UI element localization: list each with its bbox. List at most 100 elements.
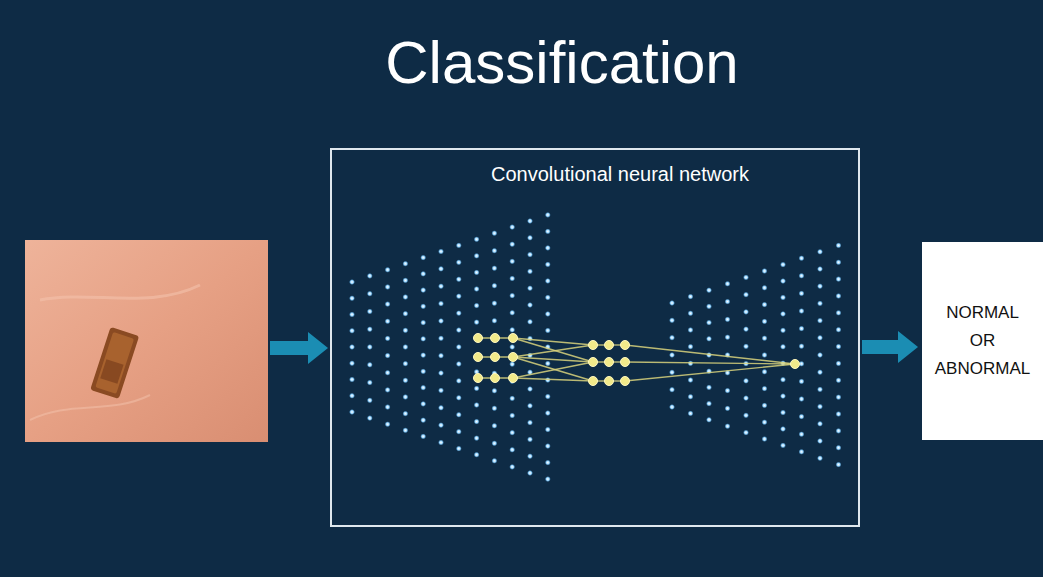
neuron-dot xyxy=(349,279,355,285)
active-neuron xyxy=(605,341,614,350)
neuron-dot xyxy=(438,301,444,307)
neuron-dot xyxy=(545,261,551,267)
neuron-dot xyxy=(799,326,805,332)
synapse-line xyxy=(625,364,795,381)
neuron-dot xyxy=(527,420,533,426)
neuron-dot xyxy=(836,259,842,265)
neuron-dot xyxy=(545,311,551,317)
neuron-dot xyxy=(456,378,462,384)
synapse-line xyxy=(513,345,593,357)
neuron-dot xyxy=(669,317,675,323)
neuron-dot xyxy=(780,327,786,333)
neuron-dot xyxy=(349,312,355,318)
neuron-dot xyxy=(438,266,444,272)
neuron-dot xyxy=(669,404,675,410)
neuron-dot xyxy=(456,446,462,452)
neuron-dot xyxy=(456,395,462,401)
neuron-dot xyxy=(725,281,731,287)
neuron-dot xyxy=(509,413,515,419)
neuron-dot xyxy=(349,360,355,366)
neuron-dot xyxy=(402,427,408,433)
neuron-dot xyxy=(762,419,768,425)
neuron-dot xyxy=(688,344,694,350)
neuron-dot xyxy=(706,401,712,407)
neuron-dot xyxy=(509,344,515,350)
neuron-dot xyxy=(817,300,823,306)
neuron-dot xyxy=(817,438,823,444)
neuron-dot xyxy=(527,453,533,459)
neuron-dot xyxy=(725,388,731,394)
active-neuron xyxy=(605,377,614,386)
neuron-dot xyxy=(385,404,391,410)
neuron-dot xyxy=(725,299,731,305)
neuron-dot xyxy=(545,476,551,482)
active-neuron xyxy=(589,341,598,350)
neuron-dot xyxy=(706,287,712,293)
active-neuron xyxy=(621,358,630,367)
neuron-dot xyxy=(420,417,426,423)
neuron-dot xyxy=(527,252,533,258)
neuron-dot xyxy=(456,276,462,282)
arrow-shaft xyxy=(862,340,900,354)
neuron-dot xyxy=(420,271,426,277)
network-box: Convolutional neural network xyxy=(330,148,860,527)
neuron-dot xyxy=(817,335,823,341)
neuron-dot xyxy=(799,396,805,402)
flow-arrow xyxy=(862,331,918,363)
neuron-dot xyxy=(706,384,712,390)
neuron-dot xyxy=(545,228,551,234)
active-neuron xyxy=(605,358,614,367)
neuron-dot xyxy=(799,308,805,314)
neuron-dot xyxy=(706,320,712,326)
neuron-dot xyxy=(456,429,462,435)
neuron-dot xyxy=(420,433,426,439)
neuron-dot xyxy=(799,290,805,296)
neuron-dot xyxy=(780,278,786,284)
neuron-dot xyxy=(420,401,426,407)
neuron-dot xyxy=(420,287,426,293)
neuron-dot xyxy=(836,411,842,417)
neuron-dot xyxy=(743,378,749,384)
neural-network-figure xyxy=(349,212,842,482)
skin-photo xyxy=(25,240,268,442)
neuron-dot xyxy=(509,310,515,316)
neuron-dot xyxy=(509,361,515,367)
neuron-dot xyxy=(836,377,842,383)
active-neuron xyxy=(509,334,518,343)
neuron-dot xyxy=(438,335,444,341)
neuron-dot xyxy=(836,428,842,434)
neuron-dot xyxy=(420,336,426,342)
neuron-dot xyxy=(474,385,480,391)
neuron-dot xyxy=(836,293,842,299)
neuron-dot xyxy=(456,327,462,333)
neuron-dot xyxy=(438,440,444,446)
neuron-dot xyxy=(491,248,497,254)
neuron-dot xyxy=(509,395,515,401)
synapse-line xyxy=(513,357,593,381)
neuron-dot xyxy=(817,352,823,358)
neuron-dot xyxy=(545,427,551,433)
active-neuron xyxy=(791,360,800,369)
neuron-dot xyxy=(799,449,805,455)
neuron-dot xyxy=(367,415,373,421)
neuron-dot xyxy=(669,352,675,358)
neuron-dot xyxy=(474,236,480,242)
neuron-dot xyxy=(780,410,786,416)
neuron-dot xyxy=(509,224,515,230)
active-neuron xyxy=(491,353,500,362)
neuron-dot xyxy=(669,335,675,341)
neuron-dot xyxy=(527,336,533,342)
neuron-dot xyxy=(762,302,768,308)
neuron-dot xyxy=(799,273,805,279)
neuron-dot xyxy=(762,352,768,358)
neuron-dot xyxy=(545,361,551,367)
neuron-dot xyxy=(509,447,515,453)
neuron-dot xyxy=(385,335,391,341)
neuron-dot xyxy=(420,255,426,261)
neuron-dot xyxy=(402,311,408,317)
neuron-dot xyxy=(491,458,497,464)
neuron-dot xyxy=(456,242,462,248)
neuron-dot xyxy=(402,277,408,283)
neuron-dot xyxy=(688,410,694,416)
neuron-dot xyxy=(385,370,391,376)
